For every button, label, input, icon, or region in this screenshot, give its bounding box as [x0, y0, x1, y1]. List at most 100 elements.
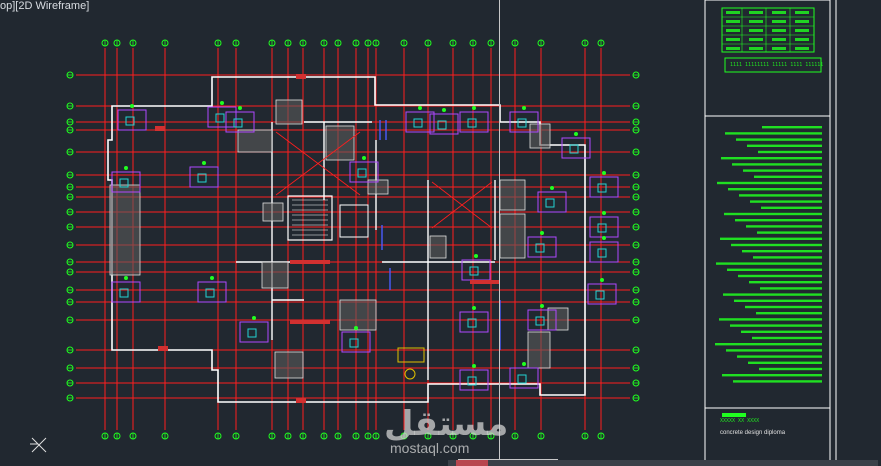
notes-line [752, 336, 822, 340]
schedule-cell-text [772, 11, 786, 14]
column-tag [522, 362, 526, 366]
column-tag [472, 306, 476, 310]
hatched-area [527, 331, 551, 369]
column-tag [220, 101, 224, 105]
column [215, 113, 225, 123]
notes-line [724, 212, 822, 216]
column-tag [418, 106, 422, 110]
stair-landing [339, 204, 369, 238]
drain-symbol [397, 347, 425, 363]
column [233, 118, 243, 128]
schedule-cell-text [795, 38, 809, 41]
column-footing [509, 111, 539, 133]
column-footing [527, 309, 557, 331]
notes-line [761, 206, 822, 209]
schedule-cell-text [772, 38, 786, 41]
hatched-area [275, 99, 303, 125]
column-footing [341, 331, 371, 353]
column-footing [587, 283, 617, 305]
column-tag [472, 106, 476, 110]
column-tag [124, 166, 128, 170]
notes-line [754, 175, 822, 178]
column-footing [461, 259, 491, 281]
column-footing [111, 171, 141, 193]
notes-line [734, 299, 822, 302]
notes-line [742, 250, 822, 253]
column-tag [574, 132, 578, 136]
column-tag [602, 171, 606, 175]
hatched-area [325, 125, 355, 161]
column-tag [210, 276, 214, 280]
notes-line [725, 132, 822, 135]
column-tag [202, 161, 206, 165]
floor-plan [107, 74, 619, 403]
notes-line [727, 268, 822, 271]
title-block-drawing-title: concrete design diploma [720, 430, 786, 436]
column-footing [589, 241, 619, 263]
column-footing [111, 281, 141, 303]
hatched-area [529, 123, 551, 149]
column [535, 243, 545, 253]
schedule-cell-text [726, 11, 740, 14]
grid-bubbles [66, 39, 640, 440]
column-tag [540, 304, 544, 308]
column [467, 376, 477, 386]
column-tag [238, 106, 242, 110]
red-column [290, 320, 330, 324]
title-block-frame [704, 0, 837, 466]
staircase [287, 195, 333, 241]
column-footing [207, 106, 237, 128]
notes-line [762, 126, 822, 129]
notes-line [731, 243, 822, 247]
crosshair-cursor [499, 0, 500, 466]
red-column [155, 126, 165, 131]
hatched-area [261, 261, 289, 289]
red-column [290, 260, 330, 264]
notes-line [723, 293, 822, 296]
notes-line [735, 219, 822, 222]
column-tag [252, 316, 256, 320]
schedule-table [721, 7, 815, 53]
column-footing [197, 281, 227, 303]
notes-line [720, 237, 822, 240]
column-tag [124, 276, 128, 280]
column [597, 223, 607, 233]
title-block-green-caption: XXXXX XX XXXX [720, 418, 760, 424]
schedule-cell-text [795, 11, 809, 14]
notes-line [753, 256, 822, 259]
notes-line [715, 343, 822, 346]
column-footing [429, 113, 459, 135]
column [357, 168, 367, 178]
column [437, 120, 447, 130]
notes-line [717, 181, 822, 185]
schedule-cell-text [726, 38, 740, 41]
column [517, 374, 527, 384]
notes-line [741, 330, 822, 333]
notes-line [743, 169, 822, 172]
void-cross [431, 181, 493, 229]
notes-line [736, 138, 822, 141]
schedule-cell-text [749, 47, 763, 50]
column [467, 118, 477, 128]
notes-line [721, 157, 822, 160]
notes-line [733, 380, 822, 383]
column [119, 288, 129, 298]
schedule-cell-text [726, 47, 740, 50]
notes-line [748, 361, 822, 364]
hatched-area [339, 299, 377, 331]
column-tag [130, 104, 134, 108]
viewport-label[interactable]: op][2D Wireframe] [0, 0, 90, 12]
notes-line [758, 150, 822, 154]
column-tag [472, 364, 476, 368]
schedule-cell-text [795, 47, 809, 50]
notes-line [732, 163, 822, 166]
status-strip [448, 460, 878, 466]
notes-line [737, 355, 822, 358]
column-tag [522, 106, 526, 110]
notes-line [722, 374, 822, 377]
hatched-area [109, 184, 141, 276]
red-column [296, 74, 306, 79]
watermark-arabic: مستقل [384, 404, 509, 444]
column-footing [527, 236, 557, 258]
